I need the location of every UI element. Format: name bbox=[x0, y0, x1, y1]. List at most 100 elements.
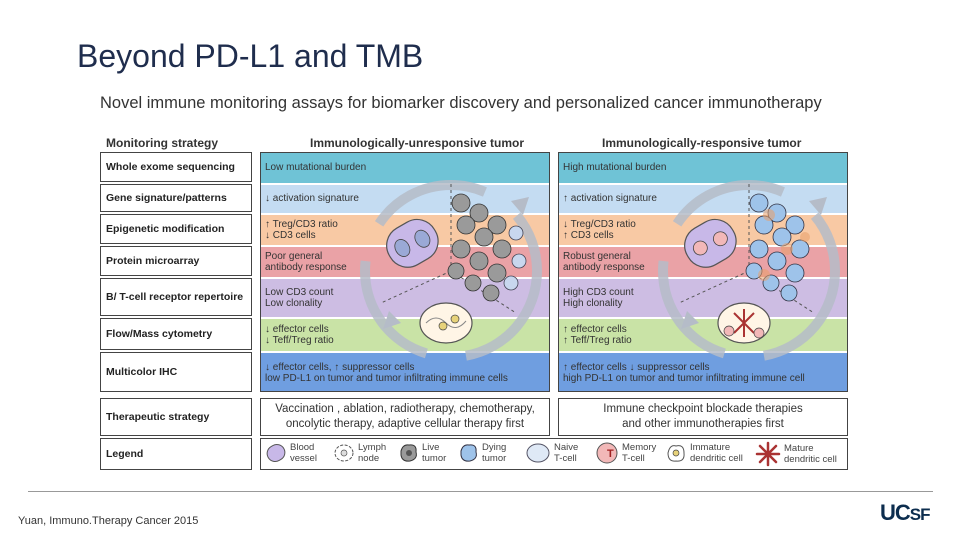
logo-sub: SF bbox=[909, 505, 931, 524]
row-text: High clonality bbox=[563, 298, 623, 309]
therapeutic-label: Therapeutic strategy bbox=[100, 398, 252, 436]
row-text: ↑ effector cells bbox=[563, 323, 627, 335]
lymph-node-icon bbox=[717, 302, 771, 344]
legend-text: Immature bbox=[690, 442, 731, 453]
blood-vessel-icon bbox=[266, 444, 286, 462]
row-text: High CD3 count bbox=[563, 286, 634, 298]
row-label: Epigenetic modification bbox=[100, 214, 252, 244]
therapy-line: Vaccination , ablation, radiotherapy, ch… bbox=[275, 403, 535, 415]
ucsf-logo: UCSF bbox=[880, 500, 931, 526]
memory-t-cell-icon: T bbox=[596, 442, 618, 464]
legend-text: vessel bbox=[290, 453, 317, 464]
citation: Yuan, Immuno.Therapy Cancer 2015 bbox=[18, 515, 199, 527]
therapy-unresponsive: Vaccination , ablation, radiotherapy, ch… bbox=[260, 398, 550, 436]
slide-title: Beyond PD-L1 and TMB bbox=[77, 38, 424, 74]
legend-text: tumor bbox=[422, 453, 447, 464]
therapy-responsive: Immune checkpoint blockade therapies and… bbox=[558, 398, 848, 436]
arrowhead-icon bbox=[511, 197, 529, 215]
live-tumor-icon bbox=[400, 444, 417, 462]
legend-text: Live bbox=[422, 442, 440, 453]
row-text: ↓ Treg/CD3 ratio bbox=[563, 218, 636, 230]
row-text: ↓ effector cells, ↑ suppressor cells bbox=[265, 361, 415, 373]
lymph-node-icon bbox=[334, 444, 354, 462]
live-tumor-cluster-icon bbox=[447, 193, 512, 302]
legend-text: Dying bbox=[482, 442, 507, 453]
row-label: Flow/Mass cytometry bbox=[100, 318, 252, 350]
row-text: ↑ Teff/Treg ratio bbox=[563, 335, 632, 346]
naive-t-cell-icon bbox=[526, 443, 550, 463]
responsive-illustration bbox=[658, 180, 840, 362]
legend-label: Legend bbox=[100, 438, 252, 470]
legend-text: T-cell bbox=[622, 453, 645, 464]
row-band: High mutational burden bbox=[559, 153, 847, 183]
row-text: high PD-L1 on tumor and tumor infiltrati… bbox=[563, 373, 805, 384]
row-text: ↓ activation signature bbox=[265, 193, 359, 205]
row-text: ↓ effector cells bbox=[265, 323, 329, 335]
row-band: Low mutational burden bbox=[261, 153, 549, 183]
therapy-line: oncolytic therapy, adaptive cellular the… bbox=[285, 418, 525, 430]
arrowhead-icon bbox=[809, 197, 827, 215]
row-label: Multicolor IHC bbox=[100, 352, 252, 392]
immature-dendritic-cell-icon bbox=[667, 445, 685, 462]
row-text: antibody response bbox=[563, 262, 645, 273]
logo-main: UC bbox=[880, 500, 911, 525]
legend-text: tumor bbox=[482, 453, 507, 464]
legend-text: Blood bbox=[290, 442, 315, 453]
therapy-line: and other immunotherapies first bbox=[622, 418, 784, 430]
row-text: low PD-L1 on tumor and tumor infiltratin… bbox=[265, 373, 508, 384]
row-label: B/ T-cell receptor repertoire bbox=[100, 278, 252, 316]
figure-title: Novel immune monitoring assays for bioma… bbox=[100, 94, 822, 112]
legend-text: Lymph bbox=[358, 442, 387, 453]
arrowhead-icon bbox=[681, 311, 699, 329]
row-text: ↓ Teff/Treg ratio bbox=[265, 335, 334, 346]
row-label: Gene signature/patterns bbox=[100, 184, 252, 212]
immune-monitoring-figure: Novel immune monitoring assays for bioma… bbox=[98, 88, 860, 476]
row-text: Low mutational burden bbox=[265, 162, 367, 174]
therapy-line: Immune checkpoint blockade therapies bbox=[603, 403, 803, 415]
legend-text: Naive bbox=[554, 442, 579, 453]
dying-tumor-cluster-icon bbox=[745, 193, 810, 302]
unresponsive-illustration bbox=[360, 180, 542, 362]
row-text: antibody response bbox=[265, 262, 347, 273]
legend-text: node bbox=[358, 453, 380, 464]
row-label: Whole exome sequencing bbox=[100, 152, 252, 182]
dying-tumor-icon bbox=[460, 444, 477, 462]
legend-text: dendritic cell bbox=[690, 453, 743, 464]
unresponsive-panel: Low mutational burden ↓ activation signat… bbox=[260, 152, 550, 392]
mature-dendritic-cell-icon bbox=[755, 441, 781, 467]
row-text: ↑ CD3 cells bbox=[563, 230, 614, 241]
row-text: Poor general bbox=[265, 250, 323, 262]
row-text: Low CD3 count bbox=[265, 286, 334, 298]
divider-line bbox=[380, 270, 452, 304]
legend-text: T-cell bbox=[554, 453, 577, 464]
row-text: ↓ CD3 cells bbox=[265, 230, 316, 241]
memory-t-badge: T bbox=[607, 448, 614, 460]
row-text: Low clonality bbox=[265, 298, 323, 309]
legend-text: Memory bbox=[622, 442, 657, 453]
row-text: ↑ Treg/CD3 ratio bbox=[265, 218, 338, 230]
row-label: Protein microarray bbox=[100, 246, 252, 276]
row-text: ↑ activation signature bbox=[563, 193, 657, 205]
row-text: Robust general bbox=[563, 250, 631, 262]
infiltrating-t-cell-icon bbox=[758, 209, 810, 281]
row-text: ↑ effector cells ↓ suppressor cells bbox=[563, 361, 710, 373]
blood-vessel-icon bbox=[386, 218, 439, 268]
row-band: ↓ activation signature bbox=[261, 185, 549, 213]
dying-tumor-cluster-icon bbox=[503, 225, 527, 291]
header-unresponsive: Immunologically-unresponsive tumor bbox=[310, 136, 525, 150]
responsive-panel: High mutational burden ↑ activation signa… bbox=[558, 152, 848, 392]
footer-divider bbox=[28, 491, 933, 492]
header-responsive: Immunologically-responsive tumor bbox=[602, 136, 802, 150]
